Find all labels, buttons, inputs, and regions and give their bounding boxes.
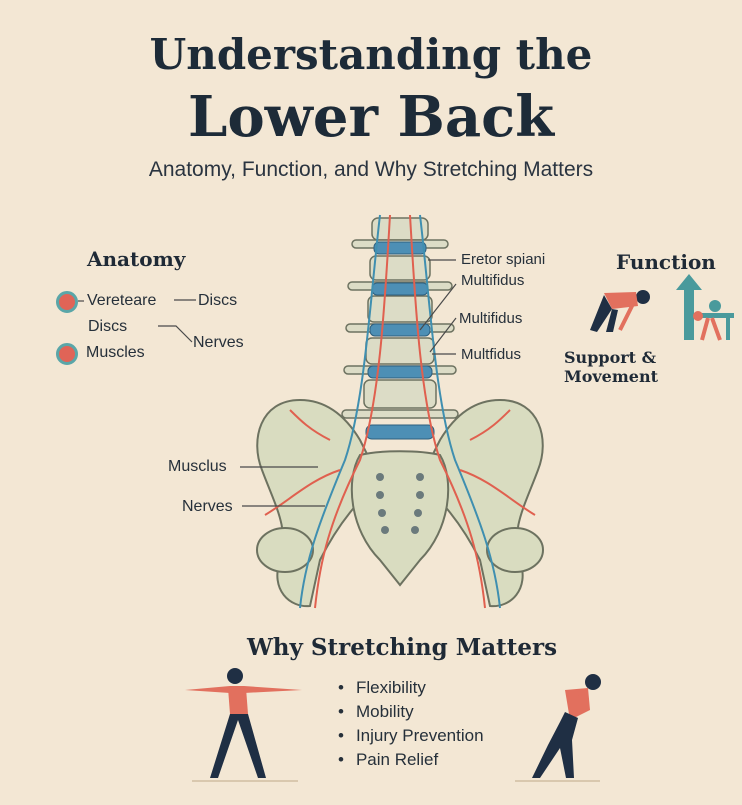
label-multifidus-3: Multfidus [461, 346, 522, 363]
benefit-item: Injury Prevention [338, 724, 484, 748]
anatomy-heading: Anatomy [87, 247, 186, 271]
label-multifidus-2: Multifidus [459, 310, 523, 327]
muscles-marker-icon [56, 343, 78, 365]
subtitle: Anatomy, Function, and Why Stretching Ma… [148, 158, 594, 181]
label-erector-spinae: Eretor spiani [461, 251, 546, 268]
nerves [264, 214, 536, 609]
function-caption: Support & Movement [564, 348, 658, 386]
anatomy-label-discs: Discs [198, 292, 238, 309]
benefit-item: Flexibility [338, 676, 484, 700]
anatomy-label-vertebrae: Vereteare [87, 292, 157, 309]
bending-figure-icon [590, 290, 650, 332]
label-multifidus-1: Multifidus [461, 272, 525, 289]
label-nerves: Nerves [182, 498, 233, 515]
vertebrae [341, 217, 459, 440]
vertebrae-marker-icon [56, 291, 78, 313]
pelvis [256, 398, 544, 608]
lifting-arrow-icon [676, 274, 734, 341]
title-line-1: Understanding the [149, 30, 593, 79]
stretching-heading: Why Stretching Matters [246, 634, 558, 661]
standing-stretch-figure-icon [185, 668, 302, 782]
anatomy-label-discs-2: Discs [88, 318, 128, 335]
anatomy-label-nerves: Nerves [193, 334, 244, 351]
function-heading: Function [616, 250, 716, 274]
title-line-2: Lower Back [187, 84, 555, 150]
sacral-foramina [376, 473, 424, 534]
benefit-item: Mobility [338, 700, 484, 724]
forward-bend-figure-icon [515, 674, 601, 782]
stretching-benefits-list: Flexibility Mobility Injury Prevention P… [338, 676, 484, 772]
label-muscles: Musclus [168, 458, 227, 475]
leader-lines [78, 259, 457, 507]
benefit-item: Pain Relief [338, 748, 484, 772]
anatomy-label-muscles: Muscles [86, 344, 145, 361]
